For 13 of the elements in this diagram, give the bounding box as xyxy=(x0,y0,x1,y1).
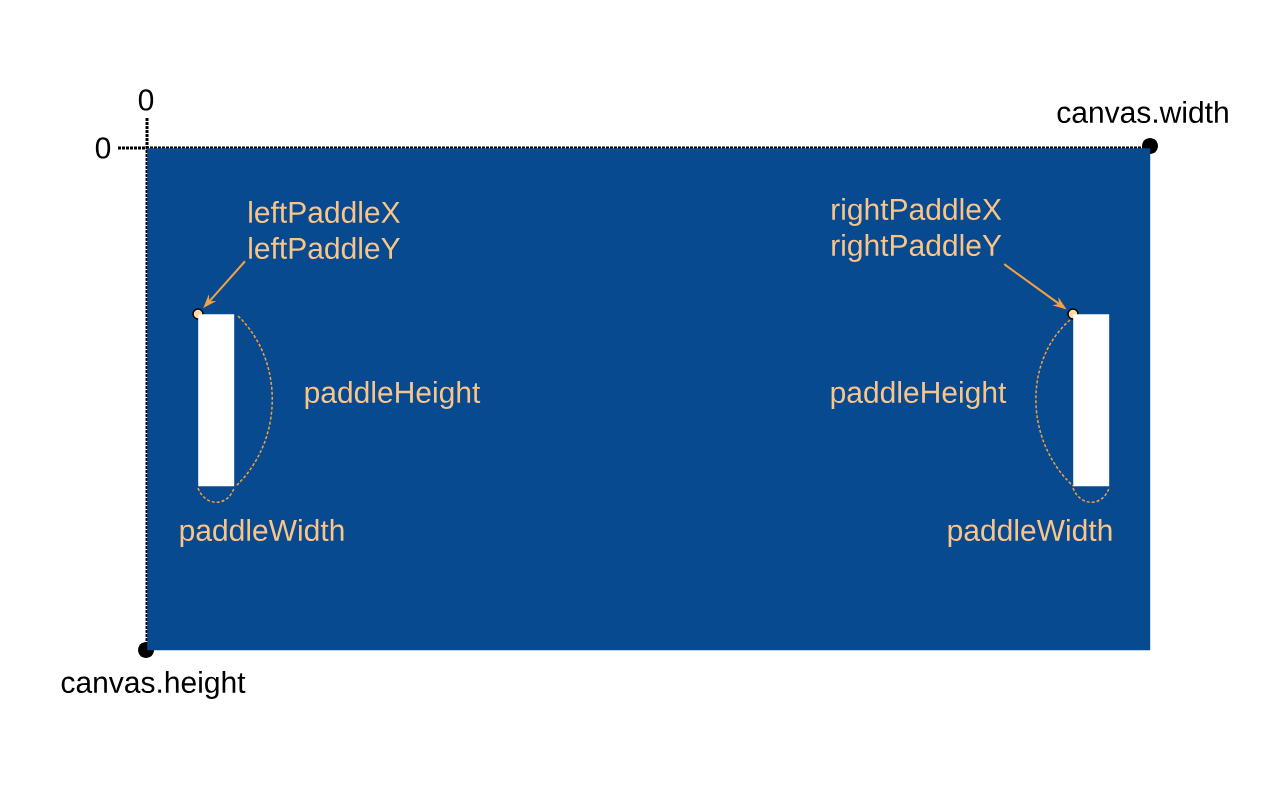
axis-label: 0 xyxy=(95,137,111,159)
axis-label: 0 xyxy=(138,89,154,111)
dimension-label: paddleWidth xyxy=(948,519,1112,547)
canvas-rectangle xyxy=(147,148,1151,651)
dimension-label: paddleHeight xyxy=(305,381,481,409)
dimension-label: paddleWidth xyxy=(180,519,344,547)
coordinate-label: rightPaddleX rightPaddleY xyxy=(832,198,1002,262)
axis-label: canvas.width xyxy=(1057,101,1228,123)
coordinate-label: leftPaddleX leftPaddleY xyxy=(249,201,400,259)
paddle-rectangle xyxy=(198,314,235,487)
axis-label: canvas.height xyxy=(61,671,246,699)
dimension-label: paddleHeight xyxy=(831,381,1007,409)
paddle-rectangle xyxy=(1073,314,1110,487)
